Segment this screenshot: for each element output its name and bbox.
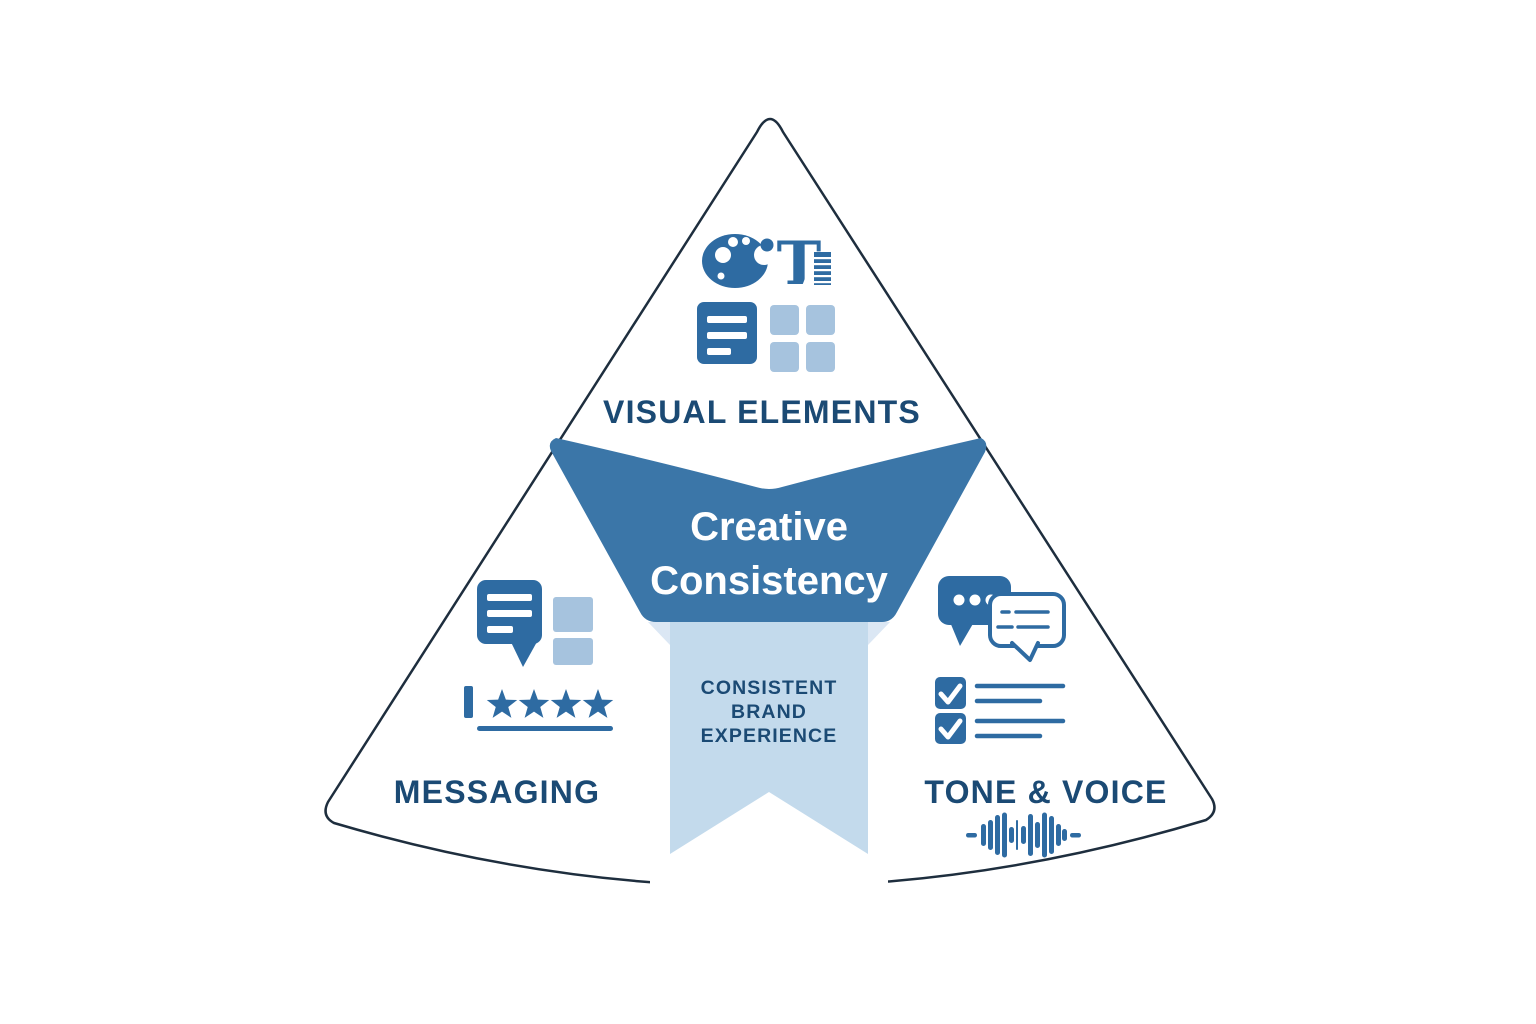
document-icon bbox=[697, 302, 757, 364]
section-messaging: MESSAGING bbox=[394, 580, 614, 810]
tone-voice-label: TONE & VOICE bbox=[924, 774, 1167, 810]
visual-elements-label: VISUAL ELEMENTS bbox=[603, 394, 921, 430]
center-title-line2: Consistency bbox=[650, 559, 889, 603]
stacked-cards-icon bbox=[553, 597, 593, 665]
ribbon-label-line3: EXPERIENCE bbox=[701, 725, 838, 747]
grid-icon bbox=[770, 305, 835, 372]
ribbon-fold-left bbox=[648, 622, 670, 645]
ribbon-fold-right bbox=[868, 622, 890, 645]
speech-bubbles-icon bbox=[938, 576, 1066, 662]
outline-gap-mask bbox=[650, 857, 888, 919]
chat-note-icon bbox=[477, 580, 542, 667]
typography-icon: T bbox=[777, 229, 831, 299]
ribbon-label-line1: CONSISTENT bbox=[701, 677, 838, 699]
star-rating-icon bbox=[464, 686, 614, 731]
palette-icon bbox=[702, 234, 774, 288]
audio-waveform-icon bbox=[966, 812, 1081, 858]
checklist-icon bbox=[935, 677, 1066, 744]
ribbon-banner bbox=[648, 622, 890, 854]
section-visual-elements: T VISUAL ELEMENTS bbox=[603, 229, 921, 430]
messaging-label: MESSAGING bbox=[394, 774, 600, 810]
section-tone-voice: TONE & VOICE bbox=[924, 576, 1167, 858]
ribbon-label-line2: BRAND bbox=[731, 701, 807, 723]
center-title-line1: Creative bbox=[690, 505, 848, 549]
ribbon-body bbox=[670, 622, 868, 854]
typography-notch bbox=[802, 258, 813, 286]
center-banner bbox=[549, 438, 987, 622]
